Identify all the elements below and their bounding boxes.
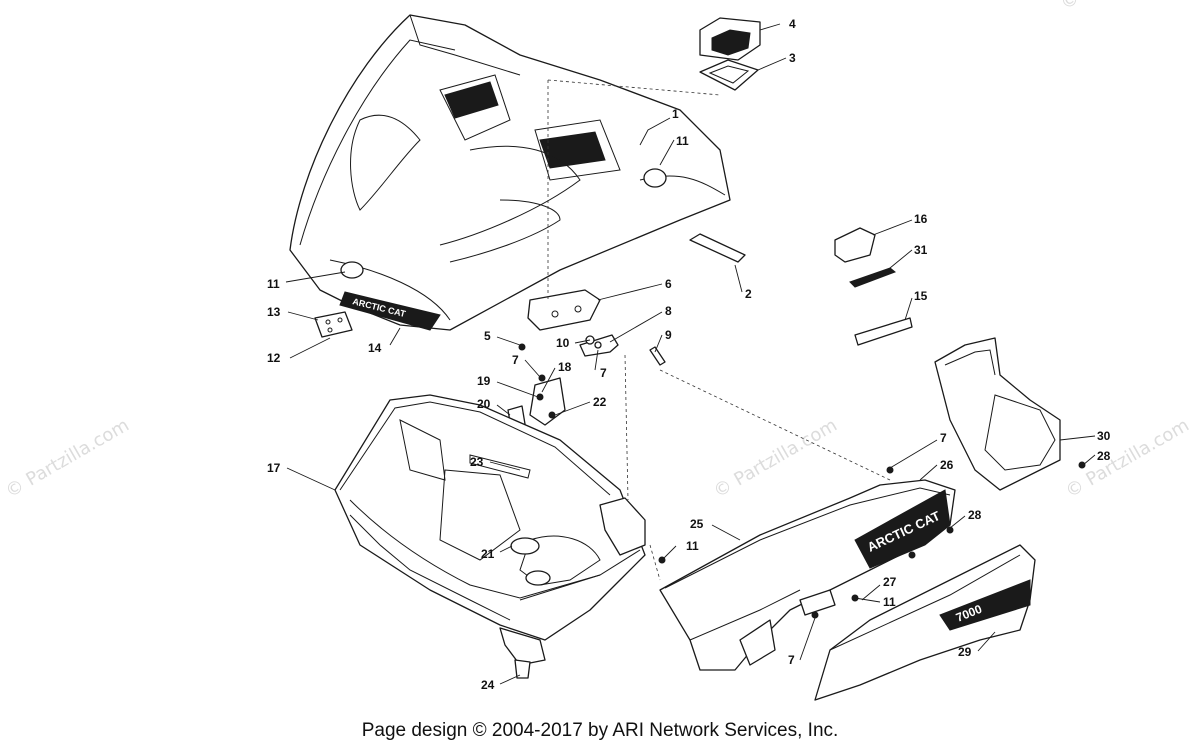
callout-3: 3 xyxy=(789,51,796,65)
callout-28a: 28 xyxy=(968,508,982,522)
hinge-part xyxy=(314,311,353,338)
callout-8: 8 xyxy=(665,304,672,318)
assembly-lines xyxy=(547,79,891,581)
watermark-4: © Partzilla.com xyxy=(1062,415,1193,503)
callout-18: 18 xyxy=(558,360,572,374)
callout-11d: 11 xyxy=(883,595,896,609)
small-parts-right xyxy=(834,227,913,346)
callout-4: 4 xyxy=(789,17,796,31)
callout-7a: 7 xyxy=(512,353,519,367)
callout-7d: 7 xyxy=(788,653,795,667)
vent-parts xyxy=(699,17,761,91)
callout-19: 19 xyxy=(477,374,491,388)
callout-5: 5 xyxy=(484,329,491,343)
nose-piece xyxy=(908,337,1086,559)
lower-panel: 7000 xyxy=(799,544,1036,701)
callout-26: 26 xyxy=(940,458,954,472)
callout-27: 27 xyxy=(883,575,897,589)
callout-31: 31 xyxy=(914,243,928,257)
callout-15: 15 xyxy=(914,289,928,303)
callout-24: 24 xyxy=(481,678,495,692)
callout-14: 14 xyxy=(368,341,382,355)
callout-10: 10 xyxy=(556,336,570,350)
callout-23: 23 xyxy=(470,455,484,469)
storage-tub xyxy=(334,394,646,679)
watermark-3: © Partzilla.com xyxy=(710,415,841,503)
copyright-footer: Page design © 2004-2017 by ARI Network S… xyxy=(361,720,839,741)
callouts: 1 2 3 4 5 6 7 7 7 7 8 9 10 11 11 11 11 1… xyxy=(267,17,1111,692)
callout-22: 22 xyxy=(593,395,607,409)
callout-6: 6 xyxy=(665,277,672,291)
callout-11c: 11 xyxy=(686,539,699,553)
callout-2: 2 xyxy=(745,287,752,301)
callout-1: 1 xyxy=(672,107,679,121)
callout-20: 20 xyxy=(477,397,491,411)
callout-7c: 7 xyxy=(940,431,947,445)
hood-part: ARCTIC CAT xyxy=(289,14,731,331)
callout-13: 13 xyxy=(267,305,281,319)
watermark-1: © Partzilla.com xyxy=(2,415,133,503)
callout-7b: 7 xyxy=(600,366,607,380)
callout-12: 12 xyxy=(267,351,281,365)
bracket-part xyxy=(518,289,666,366)
callout-11a: 11 xyxy=(676,134,689,148)
callout-11b: 11 xyxy=(267,277,280,291)
callout-29: 29 xyxy=(958,645,972,659)
callout-17: 17 xyxy=(267,461,281,475)
callout-9: 9 xyxy=(665,328,672,342)
callout-28b: 28 xyxy=(1097,449,1111,463)
callout-25: 25 xyxy=(690,517,704,531)
callout-16: 16 xyxy=(914,212,928,226)
watermark-5: © Partzilla.com xyxy=(1057,0,1188,14)
strip-part xyxy=(689,233,746,263)
callout-21: 21 xyxy=(481,547,495,561)
leader-lines xyxy=(285,23,1096,685)
callout-30: 30 xyxy=(1097,429,1111,443)
side-panel: ARCTIC CAT xyxy=(658,466,956,671)
